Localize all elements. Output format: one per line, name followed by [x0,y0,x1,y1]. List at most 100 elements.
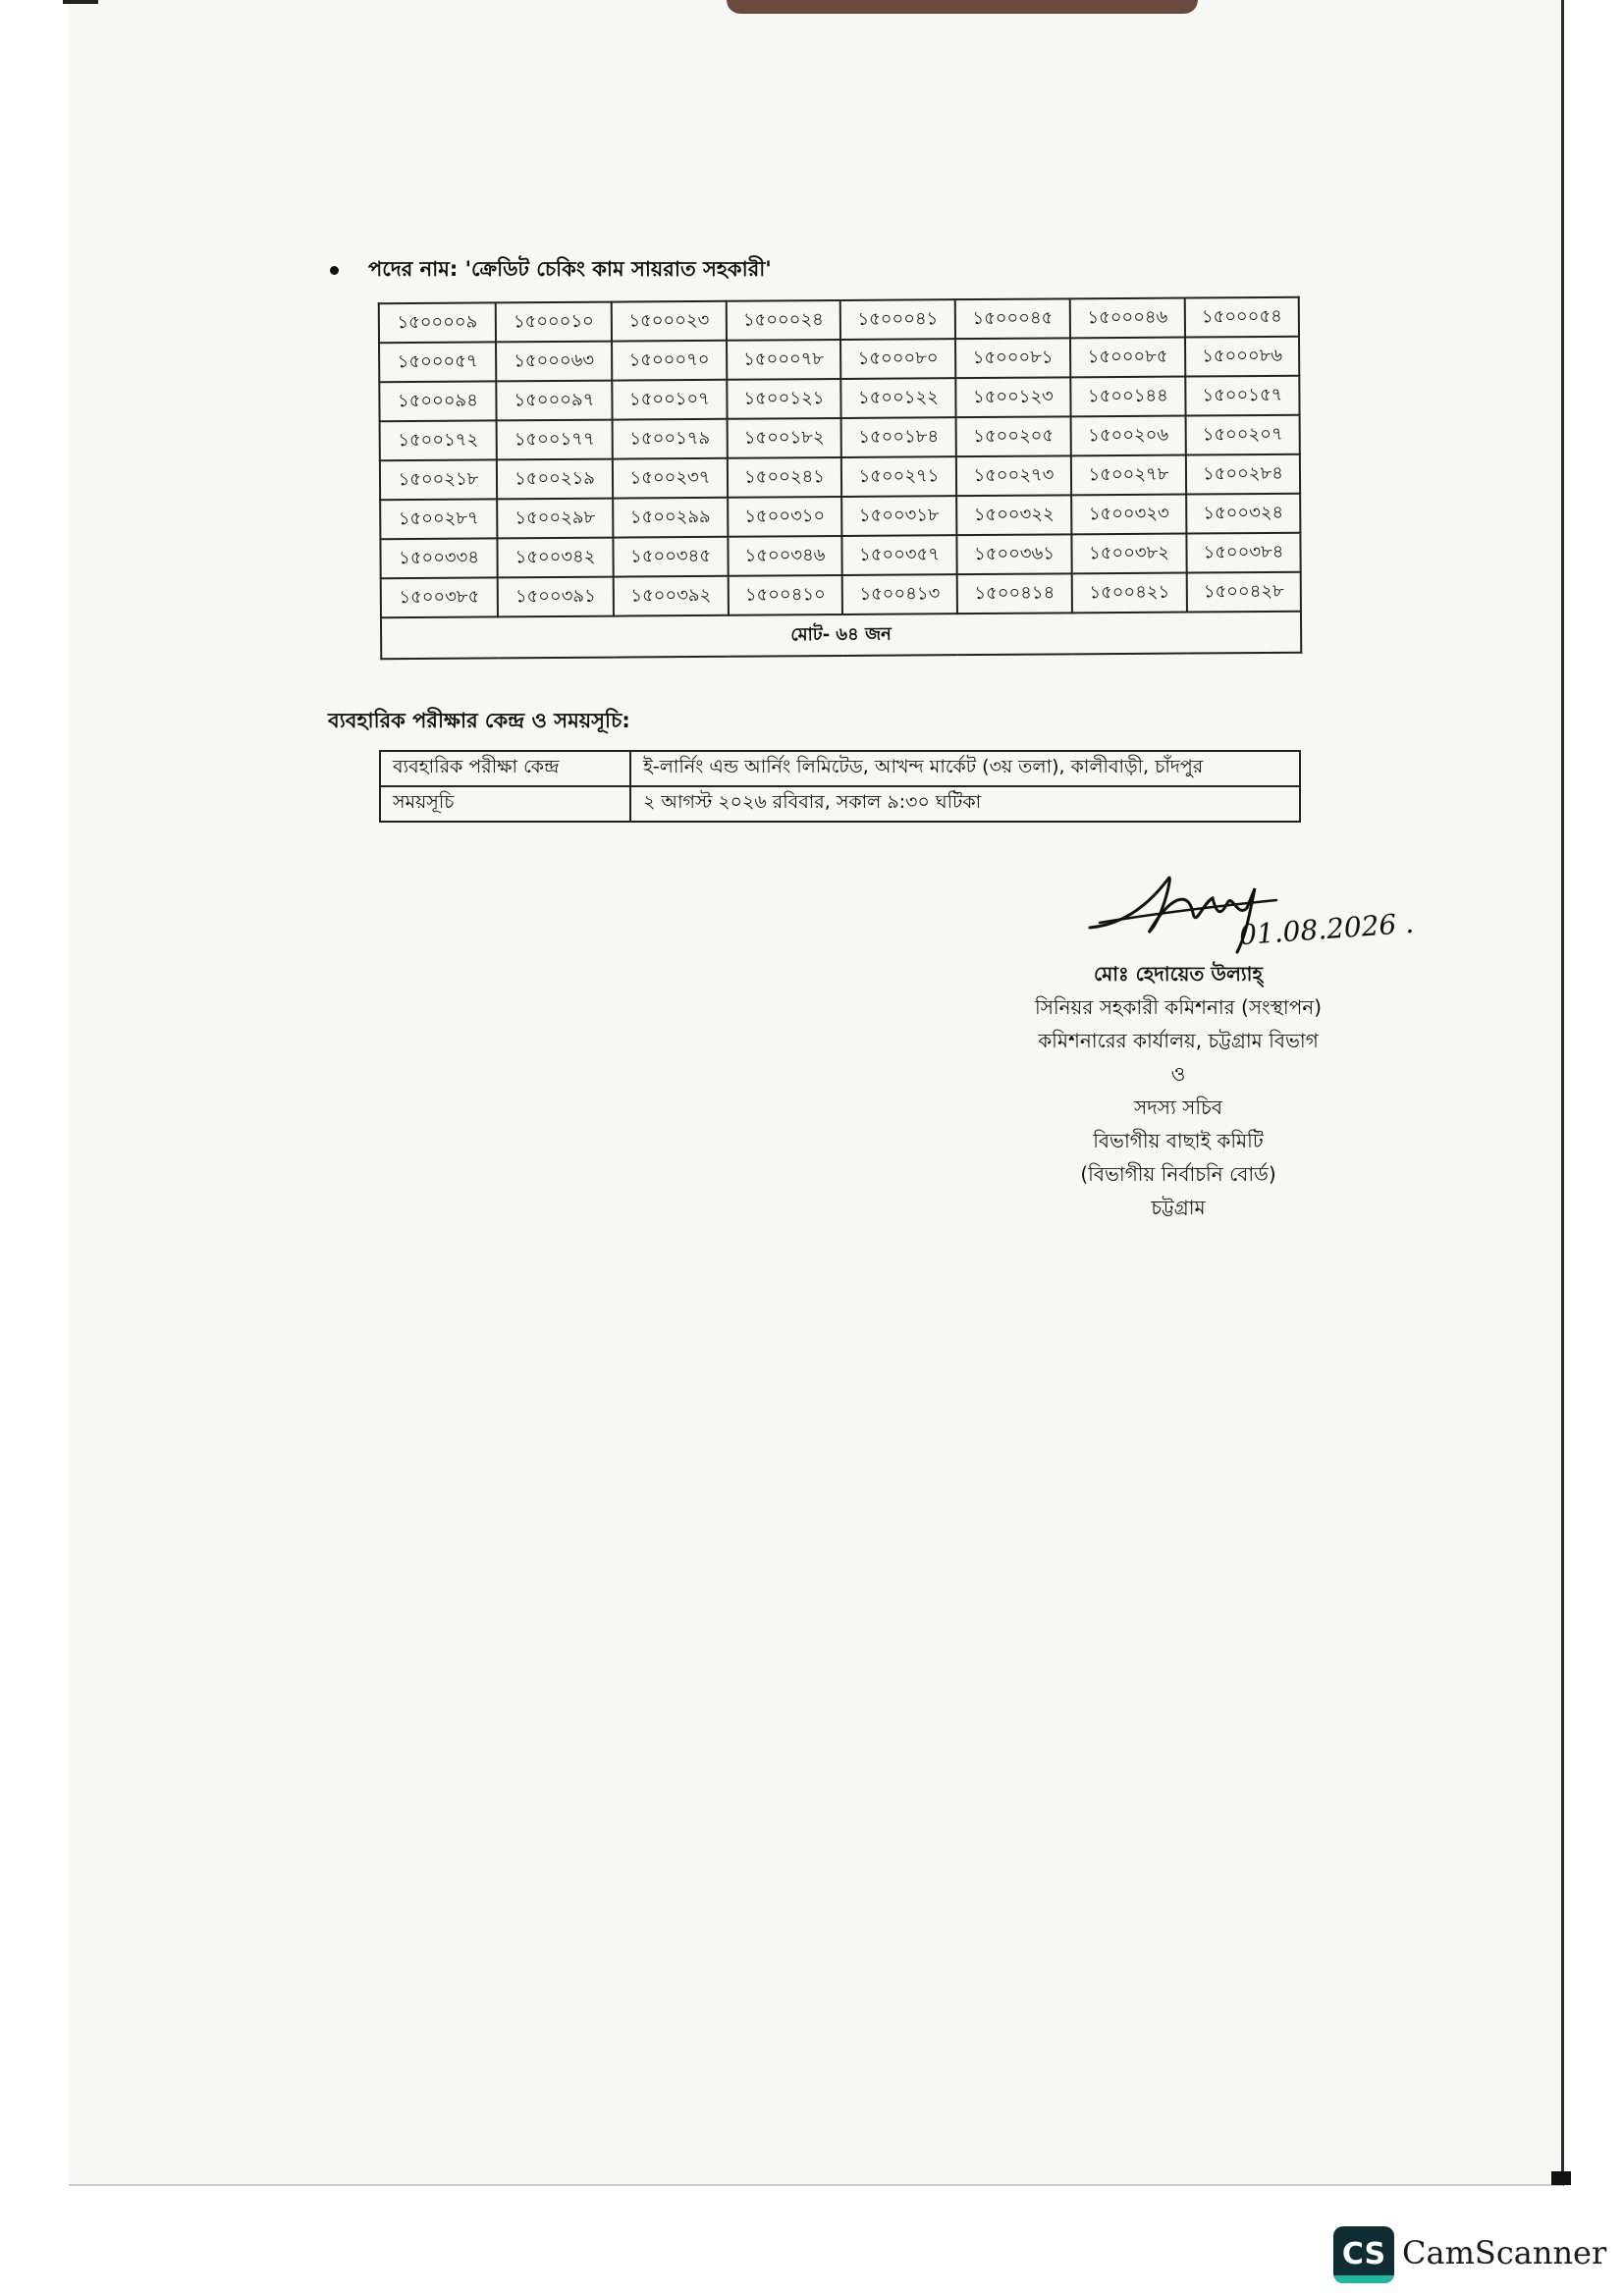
roll-number-cell: ১৫০০২৭১ [840,456,957,497]
roll-number-cell: ১৫০০০১০ [495,301,613,343]
signatory-name: মোঃ হেদায়েত উল্যাহ্ [1094,962,1263,986]
roll-number-cell: ১৫০০০৮৬ [1185,336,1300,377]
roll-number-cell: ১৫০০০৮৫ [1070,337,1186,378]
handwritten-signature [1088,876,1278,954]
roll-number-cell: ১৫০০২৩৭ [612,457,729,499]
roll-number-cell: ১৫০০৩১৮ [841,496,957,536]
roll-number-cell: ১৫০০১৮২ [727,417,841,458]
page-top-edge-shadow [727,0,1198,14]
roll-number-cell: ১৫০০২৮৪ [1185,454,1301,495]
total-row: মোট- ৬৪ জন [380,611,1302,660]
roll-number-cell: ১৫০০০৪৫ [954,298,1071,340]
roll-number-cell: ১৫০০০৭৮ [727,339,841,380]
post-name-heading: পদের নাম: 'ক্রেডিট চেকিং কাম সায়রাত সহক… [330,253,772,288]
roll-number-cell: ১৫০০০০৯ [378,302,497,344]
roll-number-cell: ১৫০০০৯৭ [496,380,613,421]
roll-number-cell: ১৫০০০৬৩ [496,341,613,382]
roll-number-cell: ১৫০০০৯৪ [379,381,497,422]
roll-number-cell: ১৫০০৩৯২ [613,575,729,616]
roll-number-cell: ১৫০০২৪১ [727,456,842,498]
roll-number-cell: ১৫০০২১৯ [496,458,614,500]
scanned-page [69,0,1564,2186]
roll-number-cell: ১৫০০৩৪৬ [728,535,842,576]
roll-number-cell: ১৫০০৪১৪ [956,573,1072,614]
roll-number-cell: ১৫০০২০৬ [1070,415,1186,456]
roll-number-cell: ১৫০০৩৮৪ [1186,532,1301,573]
roll-number-cell: ১৫০০২৯৮ [497,498,614,539]
roll-number-cell: ১৫০০৩৪৫ [613,536,729,577]
roll-number-cell: ১৫০০৩৪২ [497,537,614,578]
roll-number-cell: ১৫০০০৮১ [955,338,1071,379]
roll-number-cell: ১৫০০২৭৮ [1070,454,1187,496]
roll-number-cell: ১৫০০২১৮ [379,459,498,501]
roll-number-cell: ১৫০০০৮০ [840,339,956,379]
signature-block: মোঃ হেদায়েত উল্যাহ্ সিনিয়র সহকারী কমিশ… [903,957,1453,1224]
bullet-icon [330,265,339,275]
roll-number-cell: ১৫০০০২৪ [726,299,841,341]
roll-number-cell: ১৫০০৩৮৫ [380,577,498,618]
schedule-label: সময়সূচি [379,785,631,823]
roll-number-cell: ১৫০০২৯৯ [613,497,729,538]
roll-number-cell: ১৫০০১৭৭ [496,419,613,460]
roll-number-cell: ১৫০০৩৩৪ [380,538,498,579]
roll-number-cell: ১৫০০৩৮২ [1071,533,1187,574]
schedule-heading: ব্যবহারিক পরীক্ষার কেন্দ্র ও সময়সূচি: [328,709,630,732]
camscanner-logo-icon: CS [1333,2226,1394,2283]
schedule-value: ২ আগস্ট ২০২৬ রবিবার, সকাল ৯:৩০ ঘটিকা [629,785,1301,823]
roll-number-cell: ১৫০০০২৩ [611,300,728,342]
table-row: সময়সূচি ২ আগস্ট ২০২৬ রবিবার, সকাল ৯:৩০ … [379,785,1301,823]
roll-number-cell: ১৫০০০৫৪ [1184,296,1300,338]
roll-number-cell: ১৫০০০৪১ [839,299,956,340]
roll-number-cell: ১৫০০৩৫৭ [841,535,957,575]
roll-number-cell: ১৫০০২৮৭ [380,499,498,540]
signatory-office: কমিশনারের কার্যালয়, চট্টগ্রাম বিভাগ [1038,1029,1319,1052]
signatory-committee: বিভাগীয় বাছাই কমিটি [1093,1129,1264,1152]
schedule-table: ব্যবহারিক পরীক্ষা কেন্দ্র ই-লার্নিং এন্ড… [379,750,1301,823]
roll-number-cell: ১৫০০৪২৮ [1186,571,1301,613]
roll-number-cell: ১৫০০১৪৪ [1070,376,1186,417]
roll-number-cell: ১৫০০৪২১ [1071,572,1187,614]
roll-number-cell: ১৫০০১০৭ [612,379,728,420]
signatory-and: ও [1170,1062,1186,1086]
roll-number-cell: ১৫০০৩২২ [956,495,1072,536]
roll-number-cell: ১৫০০২০৫ [955,416,1071,457]
roll-number-cell: ১৫০০১২২ [840,378,956,418]
roll-number-cell: ১৫০০০৪৬ [1069,297,1186,339]
roll-number-cell: ১৫০০১৭৯ [612,418,728,459]
total-count: মোট- ৬৪ জন [380,611,1302,660]
roll-number-cell: ১৫০০৪১৩ [841,574,957,614]
roll-number-cell: ১৫০০০৭০ [612,340,728,381]
roll-number-cell: ১৫০০১৮৪ [840,417,956,457]
page-corner-shadow [1551,2171,1571,2185]
roll-number-cell: ১৫০০০৫৭ [379,342,497,383]
post-name-text: পদের নাম: 'ক্রেডিট চেকিং কাম সায়রাত সহক… [368,257,772,281]
exam-center-label: ব্যবহারিক পরীক্ষা কেন্দ্র [379,750,631,787]
roll-number-cell: ১৫০০৪১০ [728,574,842,615]
roll-number-cell: ১৫০০৩২৩ [1071,494,1187,535]
roll-number-cell: ১৫০০৩৯১ [497,576,614,617]
roll-number-cell: ১৫০০৩৬১ [956,534,1072,575]
roll-number-cell: ১৫০০৩২৪ [1186,493,1301,534]
roll-number-cell: ১৫০০১২১ [727,378,841,419]
roll-number-cell: ১৫০০২০৭ [1185,414,1300,455]
roll-number-cell: ১৫০০১৫৭ [1185,375,1300,416]
exam-center-value: ই-লার্নিং এন্ড আর্নিং লিমিটেড, আখন্দ মার… [629,750,1301,787]
signatory-designation: সিনিয়র সহকারী কমিশনার (সংস্থাপন) [1034,995,1323,1019]
roll-number-cell: ১৫০০১৭২ [379,420,497,461]
roll-number-cell: ১৫০০১২৩ [955,377,1071,418]
roll-number-cell: ১৫০০৩১০ [728,496,842,537]
corner-mark [63,0,98,4]
signatory-board: (বিভাগীয় নির্বাচনি বোর্ড) [1080,1162,1276,1186]
signatory-role: সদস্য সচিব [1134,1095,1222,1119]
signatory-location: চট্টগ্রাম [1151,1196,1206,1219]
roll-number-cell: ১৫০০২৭৩ [955,455,1072,497]
